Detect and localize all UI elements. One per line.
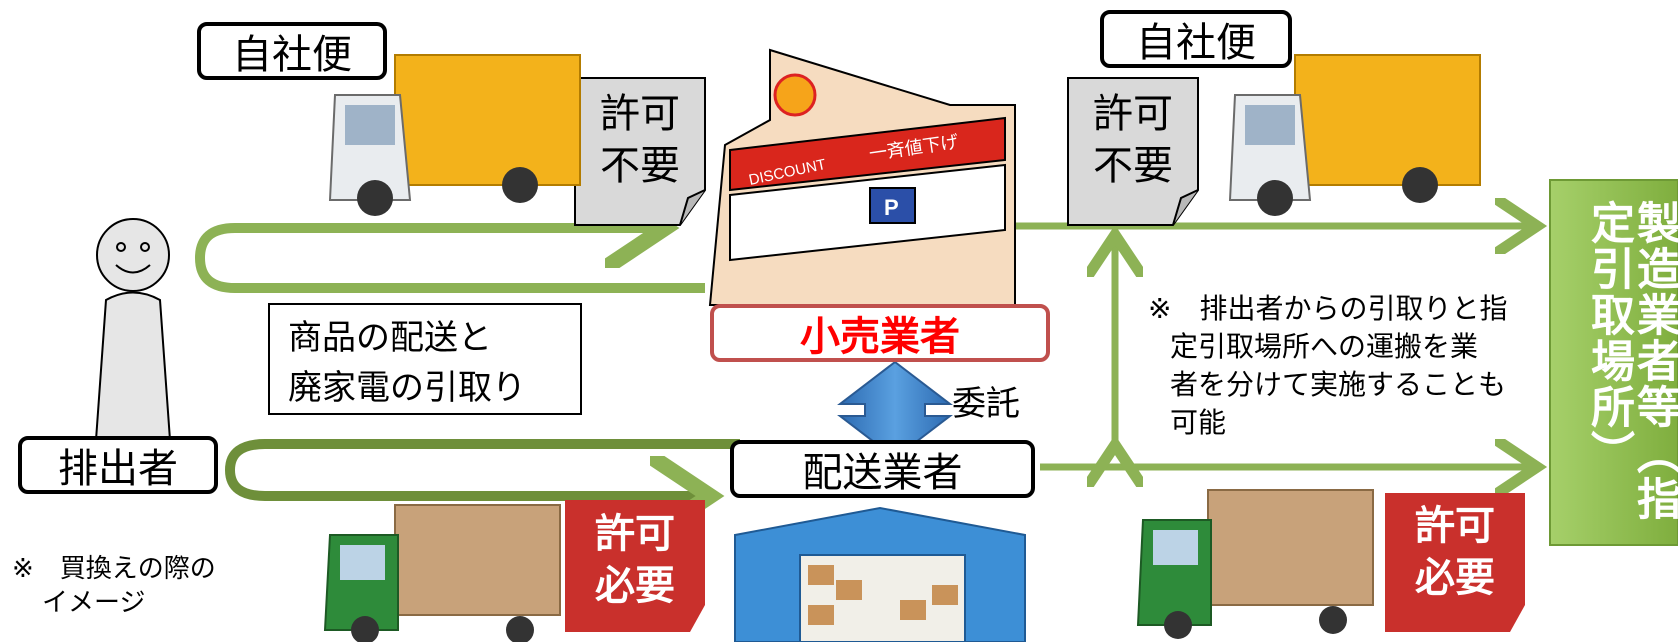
delivery-truck-right-icon [1136, 489, 1374, 639]
delivery-truck-left-icon [323, 504, 561, 642]
permit-not-required-left-line1: 許可 [600, 91, 680, 137]
permit-not-required-left-line2: 不要 [600, 143, 680, 189]
manufacturer-box [1549, 179, 1678, 546]
delivery-pickup-loop-arrow [224, 439, 740, 496]
permit-required-left-line1: 許可 [595, 511, 675, 557]
store-parking-sign: P [884, 195, 899, 220]
permit-not-required-right-line2: 不要 [1093, 143, 1173, 189]
permit-required-right-line1: 許可 [1415, 503, 1495, 549]
separate-transport-note-line4: 可能 [1170, 406, 1227, 439]
separate-transport-note-line2: 定引取場所への運搬を業 [1170, 330, 1479, 363]
discharger-person-icon [94, 218, 172, 441]
permit-required-right: 許可 必要 [1405, 500, 1505, 604]
delivery-company-label: 配送業者 [730, 440, 1035, 498]
separate-transport-note: ※ 排出者からの引取りと指 定引取場所への運搬を業 者を分けて実施することも 可… [1148, 290, 1543, 442]
entrust-label: 委託 [952, 384, 1020, 424]
permit-not-required-right-line1: 許可 [1093, 91, 1173, 137]
permit-not-required-left: 許可 不要 [590, 88, 690, 192]
retailer-pickup-loop-arrow [194, 228, 705, 293]
own-delivery-truck-right-icon [1228, 54, 1481, 216]
own-delivery-label-right: 自社便 [1100, 10, 1292, 68]
permit-required-left: 許可 必要 [585, 508, 685, 612]
permit-not-required-right: 許可 不要 [1083, 88, 1183, 192]
permit-required-right-doc [1385, 493, 1525, 632]
discharger-label: 排出者 [18, 436, 218, 494]
replacement-note: ※ 買換えの際の イメージ [12, 552, 216, 620]
delivery-pickup-note-line2: 廃家電の引取り [288, 368, 526, 408]
separate-transport-note-line1: ※ 排出者からの引取りと指 [1148, 292, 1508, 325]
own-delivery-label-left: 自社便 [197, 22, 387, 80]
replacement-note-line2: イメージ [42, 588, 146, 618]
permit-required-left-line2: 必要 [595, 563, 675, 609]
delivery-pickup-note-line1: 商品の配送と [288, 318, 492, 358]
own-delivery-truck-left-icon [328, 54, 581, 216]
warehouse-icon [734, 506, 1026, 642]
replacement-note-line1: ※ 買換えの際の [12, 554, 216, 584]
manufacturer-label: 製造業者等（指定引取場所） [1583, 200, 1678, 522]
delivery-pickup-note: 商品の配送と 廃家電の引取り [268, 303, 582, 415]
permit-required-left-doc [565, 500, 705, 632]
retailer-label: 小売業者 [710, 304, 1050, 362]
separate-transport-note-line3: 者を分けて実施することも [1170, 368, 1507, 401]
retail-store-icon [708, 48, 1016, 306]
permit-required-right-line2: 必要 [1415, 555, 1495, 601]
